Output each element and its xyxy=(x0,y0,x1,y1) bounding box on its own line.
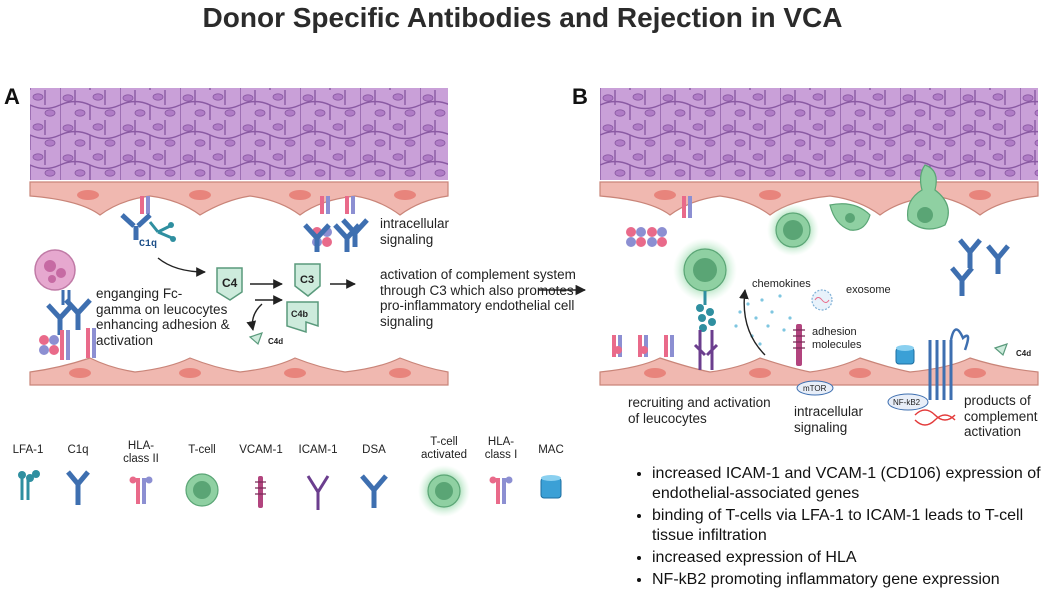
dsa-icon xyxy=(360,474,388,508)
svg-text:NF-kB2: NF-kB2 xyxy=(893,398,921,407)
c4-shape: C4 xyxy=(216,267,243,301)
c3-shape: C3 xyxy=(294,263,321,297)
svg-text:C4d: C4d xyxy=(268,337,283,346)
label-adhesion: adhesion molecules xyxy=(812,326,862,351)
svg-text:C4d: C4d xyxy=(1016,349,1031,358)
panel-letter-b: B xyxy=(572,84,588,109)
legend-label-hla-class-i: HLA- class I xyxy=(484,436,518,462)
legend-label-t-cell-activated: T-cell activated xyxy=(420,436,468,462)
panel-letter-a: A xyxy=(4,84,20,109)
c1q-complex-a xyxy=(120,213,176,242)
c1q-label-a: C1q xyxy=(139,239,157,250)
hla-cluster-bottom-a xyxy=(39,328,96,360)
finding-item: binding of T-cells via LFA-1 to ICAM-1 l… xyxy=(652,506,1045,546)
label-products: products of complement activation xyxy=(964,393,1038,440)
endothelium-top-b xyxy=(599,181,1039,216)
dsa-cluster-a xyxy=(303,218,369,252)
activated-t-cell-b xyxy=(673,238,737,370)
label-intracellular-a: intracellular signaling xyxy=(380,216,450,247)
dsa-floating-b xyxy=(950,238,1010,296)
c1q-icon xyxy=(66,470,90,505)
arrows-a xyxy=(157,257,356,331)
tissue-layer-b xyxy=(600,88,1038,180)
dsa-bound-leucocyte-a xyxy=(46,298,92,335)
legend-label-t-cell: T-cell xyxy=(188,444,216,456)
mac-icon xyxy=(540,475,562,499)
t-cell-activated-icon xyxy=(418,465,470,517)
c4d-shape-b: C4d xyxy=(993,343,1031,358)
hla-class-ii-icon xyxy=(129,476,153,504)
exosome-icon xyxy=(811,289,833,311)
findings-list: increased ICAM-1 and VCAM-1 (CD106) expr… xyxy=(628,464,1045,592)
vcam1-icon xyxy=(255,476,266,508)
t-cell-icon xyxy=(185,473,219,507)
finding-item: increased ICAM-1 and VCAM-1 (CD106) expr… xyxy=(652,464,1045,504)
legend-label-icam1: ICAM-1 xyxy=(298,444,338,456)
mtor-ellipse: mTOR xyxy=(796,380,834,396)
label-chemokines: chemokines xyxy=(752,278,811,290)
finding-item: increased expression of HLA xyxy=(652,548,1045,568)
page-title: Donor Specific Antibodies and Rejection … xyxy=(202,2,843,33)
svg-text:mTOR: mTOR xyxy=(803,384,827,393)
nfkb2-receptor: NF-kB2 xyxy=(887,328,970,426)
legend-label-lfa1: LFA-1 xyxy=(12,444,44,456)
svg-text:C3: C3 xyxy=(300,274,314,286)
mac-icon-b xyxy=(895,345,915,365)
lfa1-icon xyxy=(18,470,40,500)
hla-cluster-top-b xyxy=(626,196,692,247)
c4d-shape-a: C4d xyxy=(248,332,283,346)
legend-label-vcam1: VCAM-1 xyxy=(239,444,283,456)
label-fc-gamma: enganging Fc- gamma on leucocytes enhanc… xyxy=(96,286,230,348)
label-exosome: exosome xyxy=(846,284,891,296)
legend-icons xyxy=(18,465,562,517)
c4b-shape: C4b xyxy=(286,301,319,334)
legend-label-hla-class-ii: HLA- class II xyxy=(123,440,159,466)
panel-a: C1q C4 C3 xyxy=(29,88,449,386)
tissue-layer-a xyxy=(30,88,448,180)
adhesion-molecule-icon xyxy=(793,324,805,366)
svg-text:C4b: C4b xyxy=(291,309,309,319)
label-recruiting: recruiting and activation of leucocytes xyxy=(628,395,771,426)
leucocyte-a xyxy=(34,249,76,305)
hla-class-i-icon xyxy=(489,476,513,504)
legend-label-dsa: DSA xyxy=(362,444,386,456)
label-complement: activation of complement system through … xyxy=(380,267,576,329)
t-cells-transmigrating-b xyxy=(767,164,949,256)
chemokine-arrow xyxy=(739,289,766,356)
panel-b: mTOR NF-kB2 C4d xyxy=(599,88,1039,426)
hla-cluster-bottom-b xyxy=(612,335,674,357)
endothelium-bottom-a xyxy=(29,357,449,386)
svg-text:C4: C4 xyxy=(222,276,238,290)
legend-label-mac: MAC xyxy=(538,444,564,456)
label-intracellular-b: intracellular signaling xyxy=(794,404,864,435)
legend-label-c1q: C1q xyxy=(67,444,89,456)
endothelium-top-a xyxy=(29,181,449,216)
chemokine-dots xyxy=(734,294,792,346)
finding-item: NF-kB2 promoting inflammatory gene expre… xyxy=(652,570,1045,590)
icam1-icon xyxy=(306,475,330,510)
